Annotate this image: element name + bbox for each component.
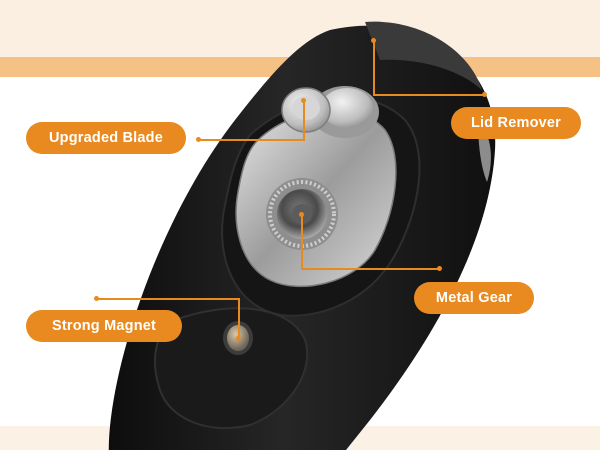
lid-remover-leader-vertical: [373, 40, 375, 96]
callout-upgraded-blade: Upgraded Blade: [26, 122, 186, 154]
background-band-top: [0, 0, 600, 57]
blade-leader-vertical: [303, 100, 305, 141]
gear-leader-vertical: [301, 214, 303, 270]
magnet-target-dot: [236, 336, 241, 341]
magnet-leader-vertical: [238, 298, 240, 338]
gear-leader: [301, 268, 440, 270]
blade-target-dot: [301, 98, 306, 103]
callout-metal-gear: Metal Gear: [414, 282, 534, 314]
lid-remover-leader-dot: [482, 92, 487, 97]
callout-lid-remover: Lid Remover: [451, 107, 581, 139]
magnet-leader-dot: [94, 296, 99, 301]
blade-assembly: [281, 86, 379, 138]
blade-leader: [200, 139, 305, 141]
lid-remover-leader: [373, 94, 485, 96]
blade-leader-dot: [196, 137, 201, 142]
gear-target-dot: [299, 212, 304, 217]
gear-leader-dot: [437, 266, 442, 271]
lid-remover-target-dot: [371, 38, 376, 43]
magnet-leader: [97, 298, 240, 300]
callout-strong-magnet: Strong Magnet: [26, 310, 182, 342]
